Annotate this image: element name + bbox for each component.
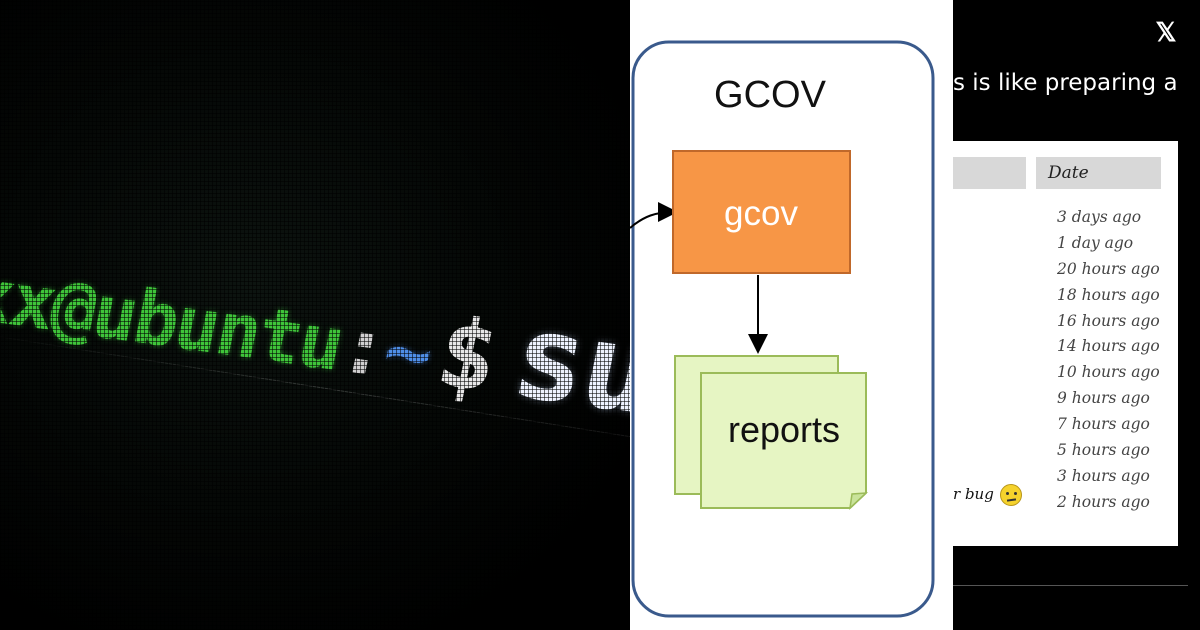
date-cell: 10 hours ago	[1057, 363, 1160, 382]
bug-message-cell: r bug	[953, 484, 1022, 506]
gcov-diagram-svg: GCOV gcov reports	[630, 40, 935, 618]
terminal-photo: xx@ubuntu:~$sudo	[0, 0, 630, 630]
bug-message-text: r bug	[953, 485, 994, 503]
diagram-container	[631, 40, 935, 618]
gcov-process-label: gcov	[724, 194, 798, 233]
annoyed-face-emoji-icon	[999, 484, 1022, 506]
diagram-title: GCOV	[714, 74, 827, 116]
incoming-arrow	[630, 202, 678, 229]
commit-table: Date 3 days ago 1 day ago 20 hours ago 1…	[953, 141, 1178, 546]
date-cell: 3 hours ago	[1057, 466, 1150, 485]
x-logo-icon[interactable]: 𝕏	[1155, 17, 1177, 47]
gcov-diagram: GCOV gcov reports	[630, 0, 953, 630]
date-cell: 14 hours ago	[1057, 337, 1160, 356]
date-cell: 20 hours ago	[1057, 259, 1160, 278]
date-cell: 18 hours ago	[1057, 285, 1160, 304]
reports-label: reports	[728, 409, 840, 450]
date-cell: 2 hours ago	[1057, 492, 1150, 511]
divider	[953, 585, 1188, 586]
date-cell: 9 hours ago	[1057, 389, 1150, 408]
table-header-date: Date	[1036, 157, 1161, 189]
date-cell: 5 hours ago	[1057, 441, 1150, 460]
article-panel: 𝕏 s is like preparing a Date 3 days ago …	[953, 0, 1200, 630]
date-cell: 16 hours ago	[1057, 311, 1160, 330]
date-cell: 3 days ago	[1057, 208, 1142, 226]
gcov-process-box	[672, 150, 851, 274]
date-cell: 7 hours ago	[1057, 415, 1150, 434]
date-column: 3 days ago 1 day ago 20 hours ago 18 hou…	[1057, 208, 1160, 519]
prompt-command: sudo	[501, 286, 630, 461]
prompt-user-host: xx@ubuntu	[0, 251, 350, 388]
date-cell: 1 day ago	[1057, 233, 1134, 252]
table-header-message	[953, 157, 1026, 189]
report-page-fold	[848, 492, 869, 511]
headline-fragment: s is like preparing a	[953, 70, 1178, 96]
terminal-prompt: xx@ubuntu:~$sudo	[0, 210, 630, 460]
